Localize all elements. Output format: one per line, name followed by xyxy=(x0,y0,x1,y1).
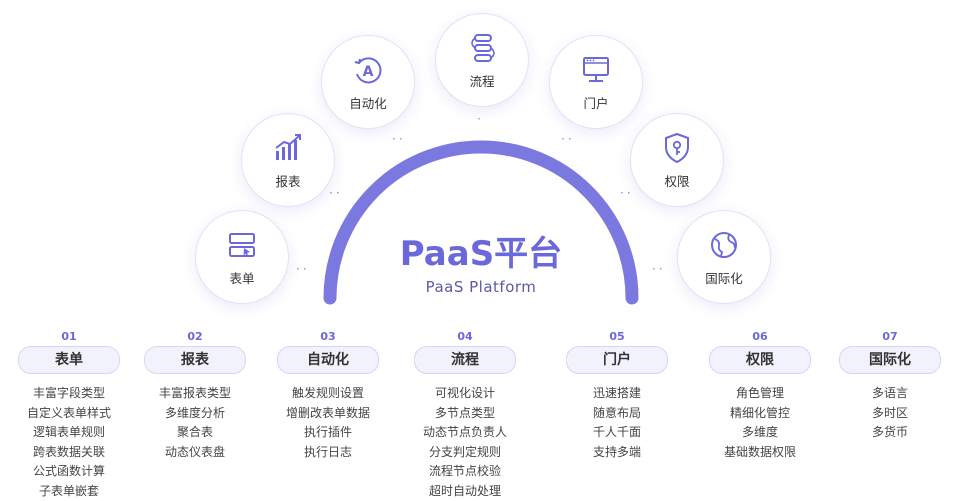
feature-item: 丰富报表类型 xyxy=(140,384,250,404)
feature-item: 角色管理 xyxy=(705,384,815,404)
column-title-pill[interactable]: 权限 xyxy=(709,346,811,374)
portal-monitor-icon xyxy=(579,53,613,87)
feature-item: 基础数据权限 xyxy=(705,443,815,463)
feature-item: 聚合表 xyxy=(140,423,250,443)
feature-item: 子表单嵌套 xyxy=(14,482,124,501)
feature-item: 多货币 xyxy=(838,423,942,443)
node-label: 权限 xyxy=(664,171,689,190)
feature-item: 自定义表单样式 xyxy=(14,404,124,424)
feature-item: 多语言 xyxy=(838,384,942,404)
node-i18n[interactable]: 国际化 xyxy=(677,210,771,304)
column-number: 04 xyxy=(405,330,525,344)
automation-icon: A xyxy=(351,53,385,87)
connector-dots: ·· xyxy=(392,132,406,146)
connector-dots: ·· xyxy=(652,262,666,276)
platform-title: PaaS平台 xyxy=(330,226,632,275)
connector-dots: ·· xyxy=(296,262,310,276)
node-permission[interactable]: 权限 xyxy=(630,113,724,207)
feature-column-i18n: 07 国际化 多语言 多时区 多货币 xyxy=(838,330,942,443)
column-title-pill[interactable]: 自动化 xyxy=(277,346,379,374)
feature-list: 角色管理 精细化管控 多维度 基础数据权限 xyxy=(705,384,815,462)
feature-item: 多节点类型 xyxy=(405,404,525,424)
feature-item: 多维度分析 xyxy=(140,404,250,424)
feature-column-report: 02 报表 丰富报表类型 多维度分析 聚合表 动态仪表盘 xyxy=(140,330,250,462)
feature-item: 动态仪表盘 xyxy=(140,443,250,463)
column-number: 02 xyxy=(140,330,250,344)
connector-dots: ·· xyxy=(620,186,634,200)
svg-text:A: A xyxy=(363,64,374,80)
feature-item: 随意布局 xyxy=(562,404,672,424)
connector-dots: ·· xyxy=(561,132,575,146)
feature-item: 执行插件 xyxy=(268,423,388,443)
feature-list: 多语言 多时区 多货币 xyxy=(838,384,942,443)
feature-item: 增删改表单数据 xyxy=(268,404,388,424)
node-label: 报表 xyxy=(275,171,300,190)
node-flow[interactable]: 流程 xyxy=(435,13,529,107)
column-title-pill[interactable]: 流程 xyxy=(414,346,516,374)
form-icon xyxy=(225,228,259,262)
feature-list: 丰富字段类型 自定义表单样式 逻辑表单规则 跨表数据关联 公式函数计算 子表单嵌… xyxy=(14,384,124,501)
node-label: 自动化 xyxy=(349,93,387,112)
feature-column-flow: 04 流程 可视化设计 多节点类型 动态节点负责人 分支判定规则 流程节点校验 … xyxy=(405,330,525,501)
flow-icon xyxy=(465,31,499,65)
feature-item: 跨表数据关联 xyxy=(14,443,124,463)
globe-icon xyxy=(707,228,741,262)
column-number: 03 xyxy=(268,330,388,344)
feature-item: 公式函数计算 xyxy=(14,462,124,482)
feature-item: 可视化设计 xyxy=(405,384,525,404)
feature-list: 可视化设计 多节点类型 动态节点负责人 分支判定规则 流程节点校验 超时自动处理 xyxy=(405,384,525,501)
node-report[interactable]: 报表 xyxy=(241,113,335,207)
feature-item: 多维度 xyxy=(705,423,815,443)
feature-item: 执行日志 xyxy=(268,443,388,463)
bar-chart-icon xyxy=(271,131,305,165)
node-label: 流程 xyxy=(469,71,494,90)
column-number: 07 xyxy=(838,330,942,344)
feature-item: 分支判定规则 xyxy=(405,443,525,463)
feature-item: 触发规则设置 xyxy=(268,384,388,404)
shield-key-icon xyxy=(660,131,694,165)
node-form[interactable]: 表单 xyxy=(195,210,289,304)
feature-item: 千人千面 xyxy=(562,423,672,443)
feature-item: 支持多端 xyxy=(562,443,672,463)
feature-column-automation: 03 自动化 触发规则设置 增删改表单数据 执行插件 执行日志 xyxy=(268,330,388,462)
connector-dots: ·· xyxy=(329,186,343,200)
feature-item: 多时区 xyxy=(838,404,942,424)
node-label: 国际化 xyxy=(705,268,743,287)
node-portal[interactable]: 门户 xyxy=(549,35,643,129)
feature-list: 迅速搭建 随意布局 千人千面 支持多端 xyxy=(562,384,672,462)
feature-column-form: 01 表单 丰富字段类型 自定义表单样式 逻辑表单规则 跨表数据关联 公式函数计… xyxy=(14,330,124,501)
node-label: 门户 xyxy=(583,93,608,112)
feature-item: 逻辑表单规则 xyxy=(14,423,124,443)
feature-item: 流程节点校验 xyxy=(405,462,525,482)
feature-column-permission: 06 权限 角色管理 精细化管控 多维度 基础数据权限 xyxy=(705,330,815,462)
column-title-pill[interactable]: 门户 xyxy=(566,346,668,374)
feature-item: 迅速搭建 xyxy=(562,384,672,404)
column-number: 01 xyxy=(14,330,124,344)
feature-item: 精细化管控 xyxy=(705,404,815,424)
feature-column-portal: 05 门户 迅速搭建 随意布局 千人千面 支持多端 xyxy=(562,330,672,462)
feature-list: 触发规则设置 增删改表单数据 执行插件 执行日志 xyxy=(268,384,388,462)
node-label: 表单 xyxy=(229,268,254,287)
node-automation[interactable]: A 自动化 xyxy=(321,35,415,129)
column-title-pill[interactable]: 报表 xyxy=(144,346,246,374)
column-number: 06 xyxy=(705,330,815,344)
column-title-pill[interactable]: 表单 xyxy=(18,346,120,374)
feature-list: 丰富报表类型 多维度分析 聚合表 动态仪表盘 xyxy=(140,384,250,462)
feature-item: 丰富字段类型 xyxy=(14,384,124,404)
connector-dots: · xyxy=(477,112,484,126)
platform-subtitle: PaaS Platform xyxy=(330,278,632,296)
column-title-pill[interactable]: 国际化 xyxy=(839,346,941,374)
feature-item: 超时自动处理 xyxy=(405,482,525,501)
feature-item: 动态节点负责人 xyxy=(405,423,525,443)
column-number: 05 xyxy=(562,330,672,344)
